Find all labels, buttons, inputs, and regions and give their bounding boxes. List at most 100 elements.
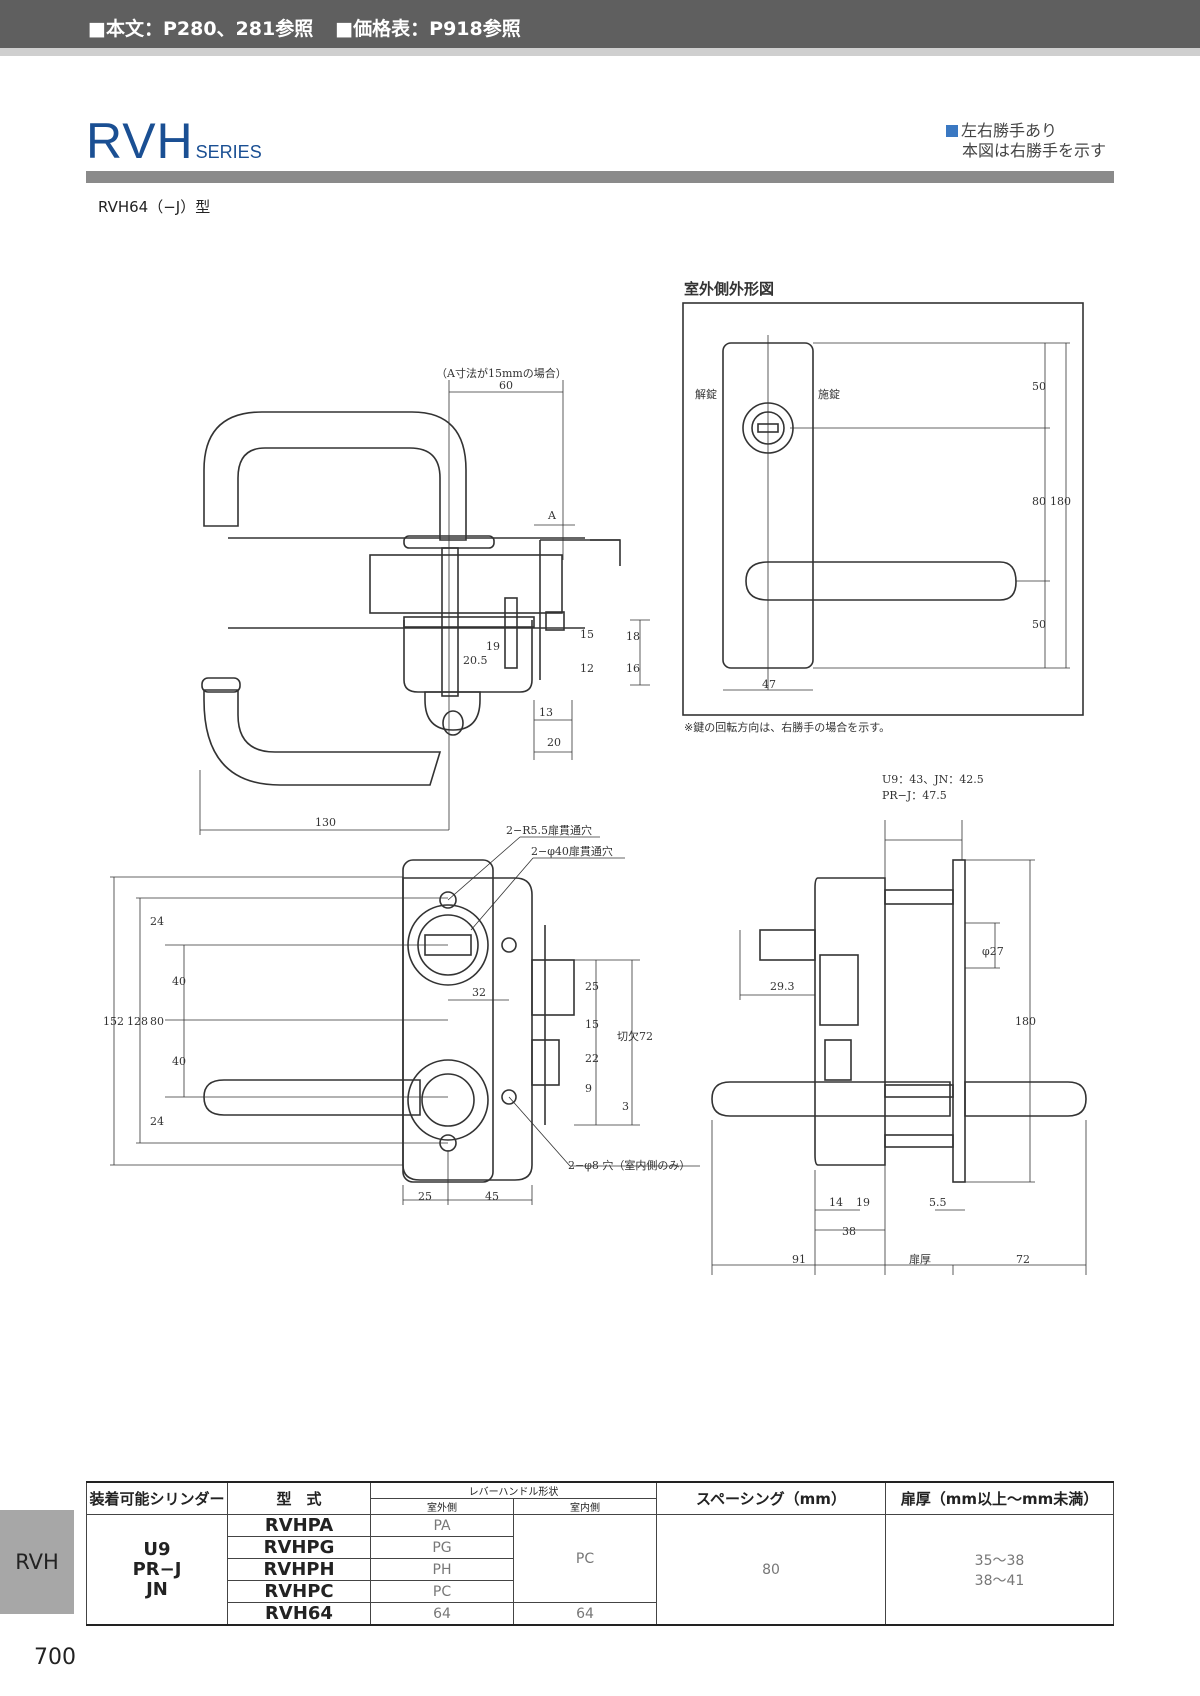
th-cylinder: 装着可能シリンダー [86, 1481, 228, 1515]
dim-180s: 180 [1015, 1015, 1036, 1028]
side-tab: RVH [0, 1510, 74, 1614]
dim-180r: 180 [1050, 495, 1071, 508]
outer-view-figure [682, 302, 1084, 716]
rotation-footnote: ※鍵の回転方向は、右勝手の場合を示す。 [684, 720, 890, 734]
thickness-range-1: 35〜38 [974, 1552, 1025, 1569]
dim-45: 45 [485, 1190, 499, 1203]
model-cell: RVHPH [227, 1558, 371, 1581]
outer-cell: PA [370, 1514, 514, 1537]
dim-16: 16 [626, 662, 640, 675]
unlock-label: 解錠 [695, 387, 717, 401]
a-dimension-note: （A寸法が15mmの場合） [436, 366, 567, 380]
door-thickness-label: 扉厚 [909, 1253, 931, 1266]
dim-24b: 24 [150, 1115, 164, 1128]
inner-shared-cell: PC [513, 1514, 657, 1603]
handing-note-line1: 左右勝手あり [961, 121, 1058, 140]
model-cell: RVHPC [227, 1580, 371, 1603]
model-cell: RVH64 [227, 1602, 371, 1626]
handing-note-line2: 本図は右勝手を示す [962, 141, 1107, 160]
dim-72: 72 [1016, 1253, 1030, 1266]
dim-40b: 40 [172, 1055, 186, 1068]
inner-cell: 64 [513, 1602, 657, 1626]
dim-18: 18 [626, 630, 640, 643]
top-view-lever [201, 411, 621, 786]
model-label: RVH64（−J）型 [98, 198, 211, 216]
outer-cell: PC [370, 1580, 514, 1603]
front-view-figure [203, 859, 575, 1183]
handing-note: 左右勝手あり 本図は右勝手を示す [946, 121, 1106, 161]
dim-15a: 15 [580, 628, 594, 641]
dim-29-3: 29.3 [770, 980, 795, 993]
cylinder-jn: JN [146, 1578, 168, 1600]
dim-60: 60 [499, 379, 513, 392]
title-rule [86, 171, 1114, 183]
dim-19b: 19 [856, 1196, 870, 1209]
cutout-72: 切欠72 [617, 1029, 653, 1043]
cylinder-dims-line2: PR−J：47.5 [882, 789, 947, 802]
dim-14: 14 [829, 1196, 843, 1209]
dim-19a: 19 [486, 640, 500, 653]
callout-r55: 2−R5.5扉貫通穴 [506, 823, 592, 837]
dim-32: 32 [472, 986, 486, 999]
spacing-cell: 80 [656, 1514, 886, 1626]
text-reference: ■本文：P280、281参照 [88, 18, 314, 40]
dim-130: 130 [315, 816, 336, 829]
th-outer: 室外側 [370, 1498, 514, 1515]
thickness-cell: 35〜38 38〜41 [885, 1514, 1114, 1626]
dim-phi27: φ27 [982, 945, 1004, 958]
outer-view-title: 室外側外形図 [684, 280, 774, 298]
dim-91: 91 [792, 1253, 806, 1266]
dim-25b: 25 [418, 1190, 432, 1203]
thickness-range-2: 38〜41 [974, 1572, 1025, 1589]
dim-22: 22 [585, 1052, 599, 1065]
dim-47: 47 [762, 678, 776, 691]
cylinder-dims-line1: U9：43、JN：42.5 [882, 773, 984, 786]
th-model: 型 式 [227, 1481, 371, 1515]
th-spacing: スペーシング（mm） [656, 1481, 886, 1515]
dim-9: 9 [585, 1082, 592, 1095]
outer-cell: PH [370, 1558, 514, 1581]
dim-38: 38 [842, 1225, 856, 1238]
th-inner: 室内側 [513, 1498, 657, 1515]
model-cell: RVHPG [227, 1536, 371, 1559]
dim-50b: 50 [1032, 618, 1046, 631]
front-view-dimensions [110, 836, 700, 1205]
cylinder-u9: U9 [143, 1538, 171, 1560]
dim-5-5: 5.5 [929, 1196, 947, 1209]
series-name: RVH [86, 113, 194, 169]
dim-15b: 15 [585, 1018, 599, 1031]
dim-128: 128 [127, 1015, 148, 1028]
dim-3: 3 [622, 1100, 629, 1113]
dim-80r: 80 [1032, 495, 1046, 508]
square-bullet-icon [946, 125, 958, 137]
th-lever: レバーハンドル形状 [370, 1481, 657, 1499]
dim-80l: 80 [150, 1015, 164, 1028]
top-view-dimensions [199, 380, 650, 835]
dim-a: A [547, 509, 557, 522]
dim-13: 13 [539, 706, 553, 719]
lock-label: 施錠 [818, 387, 840, 401]
spec-table: 装着可能シリンダー 型 式 レバーハンドル形状 スペーシング（mm） 扉厚（mm… [86, 1481, 1114, 1626]
callout-phi8: 2−φ8 穴（室内側のみ） [568, 1158, 690, 1172]
side-view-dimensions [711, 820, 1087, 1275]
dim-152: 152 [103, 1015, 124, 1028]
dim-50a: 50 [1032, 380, 1046, 393]
th-thickness: 扉厚（mm以上〜mm未満） [885, 1481, 1114, 1515]
header-stripe [0, 48, 1200, 56]
dim-20: 20 [547, 736, 561, 749]
cylinder-prj: PR−J [132, 1558, 182, 1580]
callout-phi40: 2−φ40扉貫通穴 [531, 844, 613, 858]
page-number: 700 [34, 1645, 76, 1670]
dim-12: 12 [580, 662, 594, 675]
dim-24a: 24 [150, 915, 164, 928]
price-reference: ■価格表：P918参照 [335, 18, 521, 40]
dim-25a: 25 [585, 980, 599, 993]
dim-40a: 40 [172, 975, 186, 988]
outer-cell: 64 [370, 1602, 514, 1626]
model-cell: RVHPA [227, 1514, 371, 1537]
outer-cell: PG [370, 1536, 514, 1559]
cylinder-list: U9 PR−J JN [86, 1514, 228, 1626]
header-bar [0, 0, 1200, 48]
